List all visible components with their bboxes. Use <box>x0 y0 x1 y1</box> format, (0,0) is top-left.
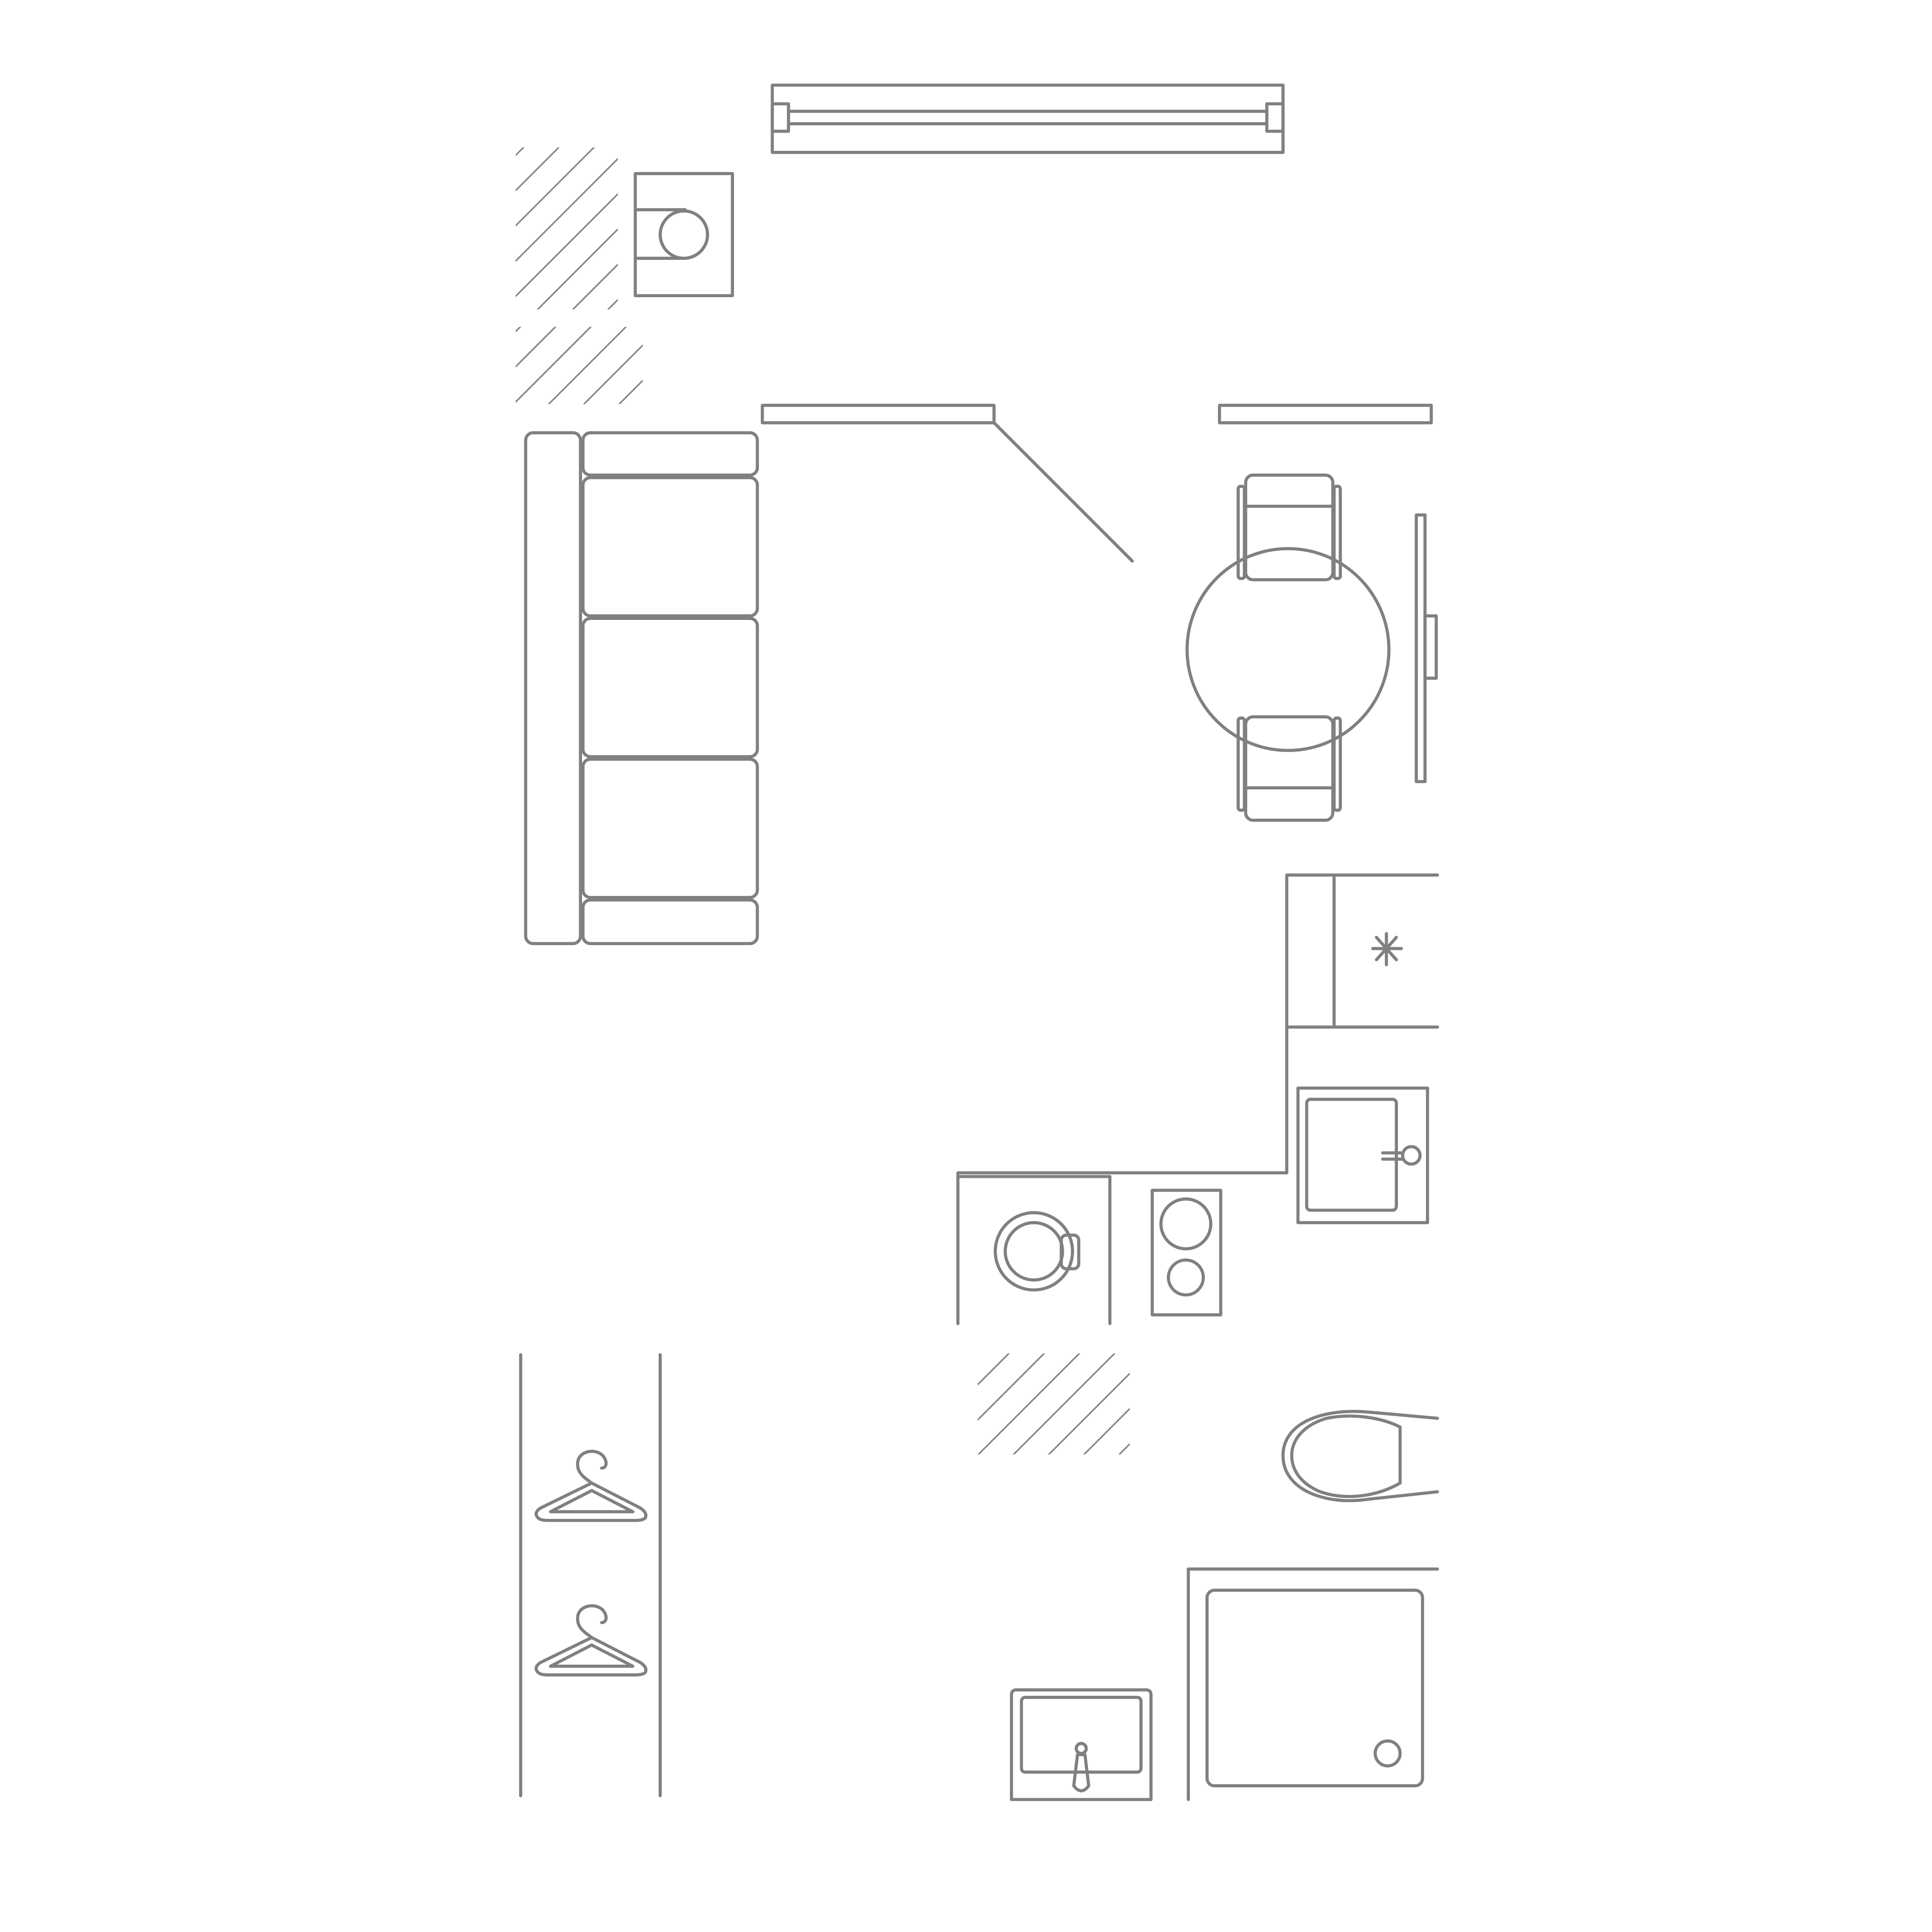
hanger-icon <box>534 1604 648 1677</box>
hatched-column-middle <box>515 327 643 404</box>
partition-left <box>761 403 996 425</box>
wall-shelf-icon <box>771 83 1285 154</box>
cooktop-icon <box>1150 1188 1223 1317</box>
swing-door-icon <box>992 421 1134 563</box>
bathroom-sink-icon <box>1010 1688 1153 1801</box>
toilet-icon <box>1281 1410 1439 1502</box>
dining-chair-bottom-icon <box>1236 715 1342 822</box>
hatched-column-bottom <box>978 1353 1130 1455</box>
armchair-icon <box>633 172 734 298</box>
kitchen-counter-outline <box>956 1025 1288 1325</box>
shower-tray-icon <box>1187 1567 1439 1801</box>
hatched-column-top <box>515 147 618 310</box>
hanger-icon <box>534 1450 648 1522</box>
fridge-icon <box>1285 873 1439 1029</box>
wardrobe-icon <box>519 1353 662 1797</box>
kitchen-sink-icon <box>1296 1086 1429 1225</box>
round-table-icon <box>1185 547 1391 752</box>
wall-mirror-icon <box>1415 513 1438 783</box>
washing-machine-icon <box>993 1211 1080 1292</box>
sofa-icon <box>524 431 759 945</box>
dining-chair-top-icon <box>1236 473 1342 582</box>
partition-right <box>1218 403 1433 425</box>
